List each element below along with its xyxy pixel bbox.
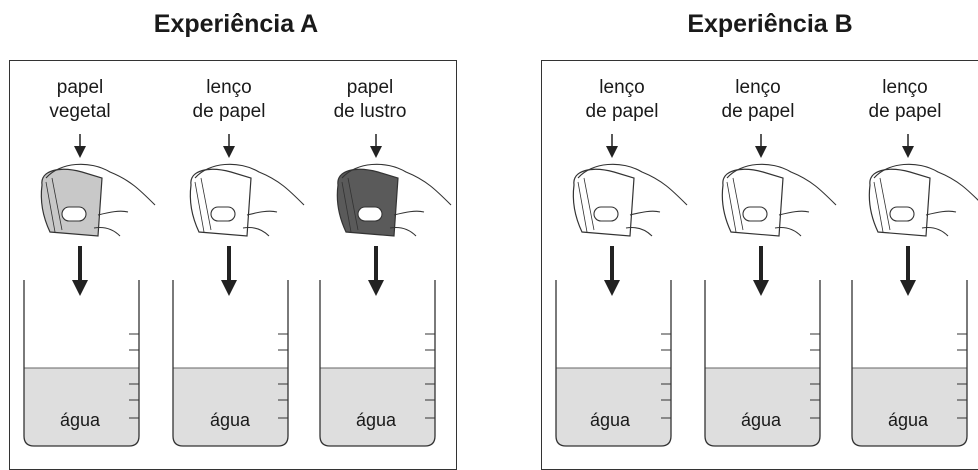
hand-back-b-2	[726, 163, 837, 206]
beaker-b-2	[704, 280, 821, 447]
experiment-b-title: Experiência B	[687, 10, 853, 38]
paper-sheet-a-3	[336, 168, 399, 237]
thumb-b-3	[889, 206, 915, 222]
water-label-a-2: água	[209, 410, 251, 430]
thumb-b-2	[742, 206, 768, 222]
big-arrow-head-b-2	[753, 280, 769, 296]
beaker-a-2	[172, 280, 289, 447]
water-a-3	[320, 368, 435, 446]
paper-fold-a-2	[194, 177, 212, 233]
paper-sheet-a-2	[189, 168, 252, 237]
thumb-a-3	[357, 206, 383, 222]
hand-back-a-1	[45, 163, 156, 206]
hand-back-b-3	[873, 163, 978, 201]
water-b-2	[705, 368, 820, 446]
big-arrow-head-b-3	[900, 280, 916, 296]
experiment-a-title: Experiência A	[153, 10, 319, 38]
paper-sheet-b-3	[868, 168, 931, 237]
hand-fingers-a-1	[93, 210, 129, 237]
hand-fingers-b-2	[774, 210, 810, 237]
hand-fingers-a-2	[242, 210, 278, 237]
paper-fold-a-3	[341, 177, 359, 233]
beaker-a-1	[23, 280, 140, 447]
water-a-2	[173, 368, 288, 446]
hand-back-b-1	[577, 163, 688, 206]
beaker-b-3	[851, 280, 968, 447]
big-arrow-head-a-3	[368, 280, 384, 296]
thumb-b-1	[593, 206, 619, 222]
paper-fold-b-2	[726, 177, 744, 233]
water-b-3	[852, 368, 967, 446]
big-arrow-head-a-2	[221, 280, 237, 296]
paper-sheet-b-1	[572, 168, 635, 237]
water-b-1	[556, 368, 671, 446]
hand-back-a-3	[341, 163, 452, 206]
big-arrow-head-a-1	[72, 280, 88, 296]
water-a-1	[24, 368, 139, 446]
water-label-b-1: água	[589, 410, 631, 430]
hand-fingers-a-3	[389, 210, 425, 237]
water-label-b-3: água	[887, 410, 929, 430]
paper-fold-a-1	[45, 177, 63, 233]
water-label-a-1: água	[59, 410, 101, 430]
paper-sheet-a-1	[40, 168, 103, 237]
hand-fingers-b-3	[921, 210, 957, 237]
water-label-a-3: água	[355, 410, 397, 430]
water-label-b-2: água	[740, 410, 782, 430]
big-arrow-head-b-1	[604, 280, 620, 296]
beaker-b-1	[555, 280, 672, 447]
hand-back-a-2	[194, 163, 305, 206]
paper-sheet-b-2	[721, 168, 784, 237]
paper-fold-b-3	[873, 177, 891, 233]
paper-fold-b-1	[577, 177, 595, 233]
thumb-a-2	[210, 206, 236, 222]
beaker-a-3	[319, 280, 436, 447]
thumb-a-1	[61, 206, 87, 222]
hand-fingers-b-1	[625, 210, 661, 237]
